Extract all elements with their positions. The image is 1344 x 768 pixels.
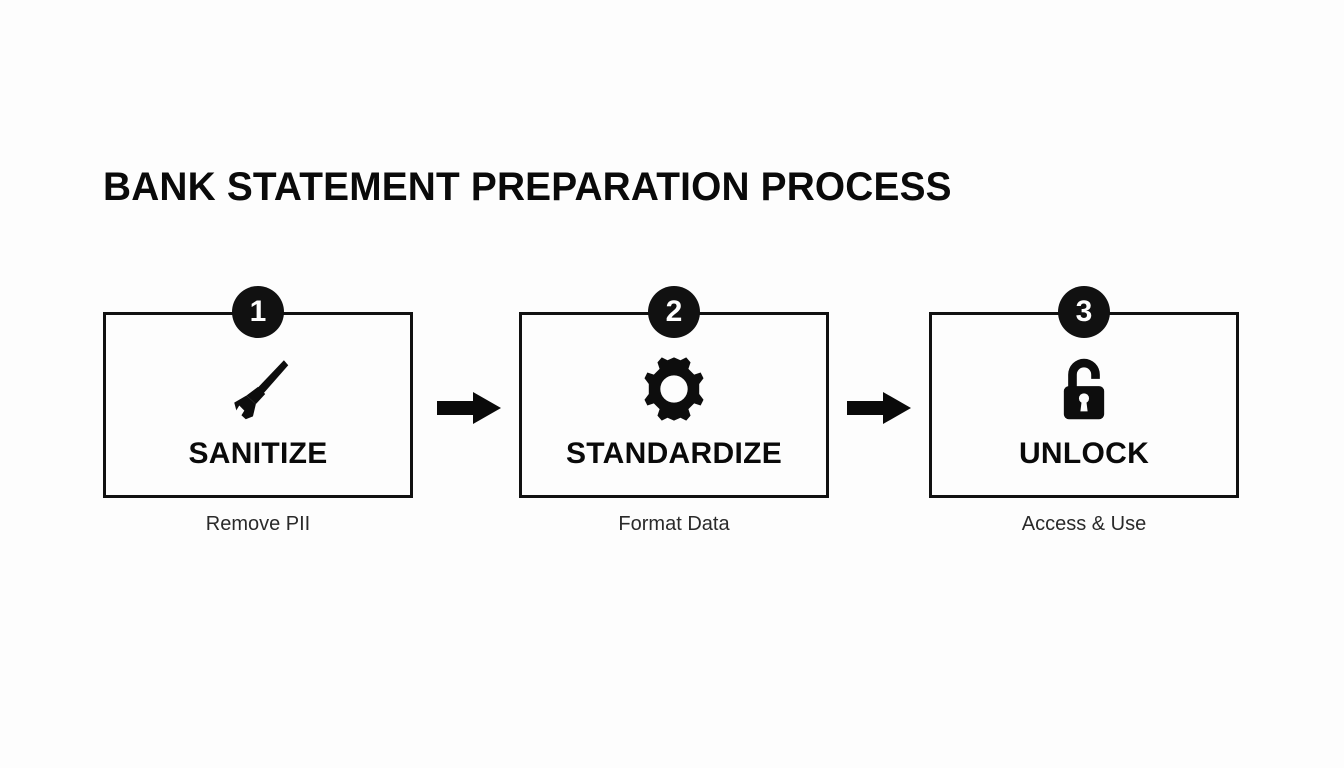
arrow-step1-to-step2-icon — [437, 390, 501, 426]
process-flow: 1 SANITIZE Remove PII — [103, 285, 1239, 550]
process-step-unlock[interactable]: 3 UNLOCK Access & Use — [929, 285, 1239, 550]
step-number-badge: 1 — [232, 286, 284, 338]
step-number-badge: 3 — [1058, 286, 1110, 338]
step-label: STANDARDIZE — [565, 437, 783, 470]
step-caption: Remove PII — [205, 513, 311, 535]
process-step-sanitize[interactable]: 1 SANITIZE Remove PII — [103, 285, 413, 550]
gear-icon — [638, 353, 710, 425]
process-step-standardize[interactable]: 2 STANDARDIZE Format Data — [519, 285, 829, 550]
page-title: BANK STATEMENT PREPARATION PROCESS — [103, 165, 952, 209]
step-label: SANITIZE — [188, 437, 328, 470]
step-caption: Access & Use — [1021, 513, 1147, 535]
unlocked-padlock-icon — [1048, 353, 1120, 425]
arrow-step2-to-step3-icon — [847, 390, 911, 426]
broom-icon — [222, 353, 294, 425]
step-label: UNLOCK — [1018, 437, 1150, 470]
step-number-badge: 2 — [648, 286, 700, 338]
step-caption: Format Data — [618, 513, 730, 535]
